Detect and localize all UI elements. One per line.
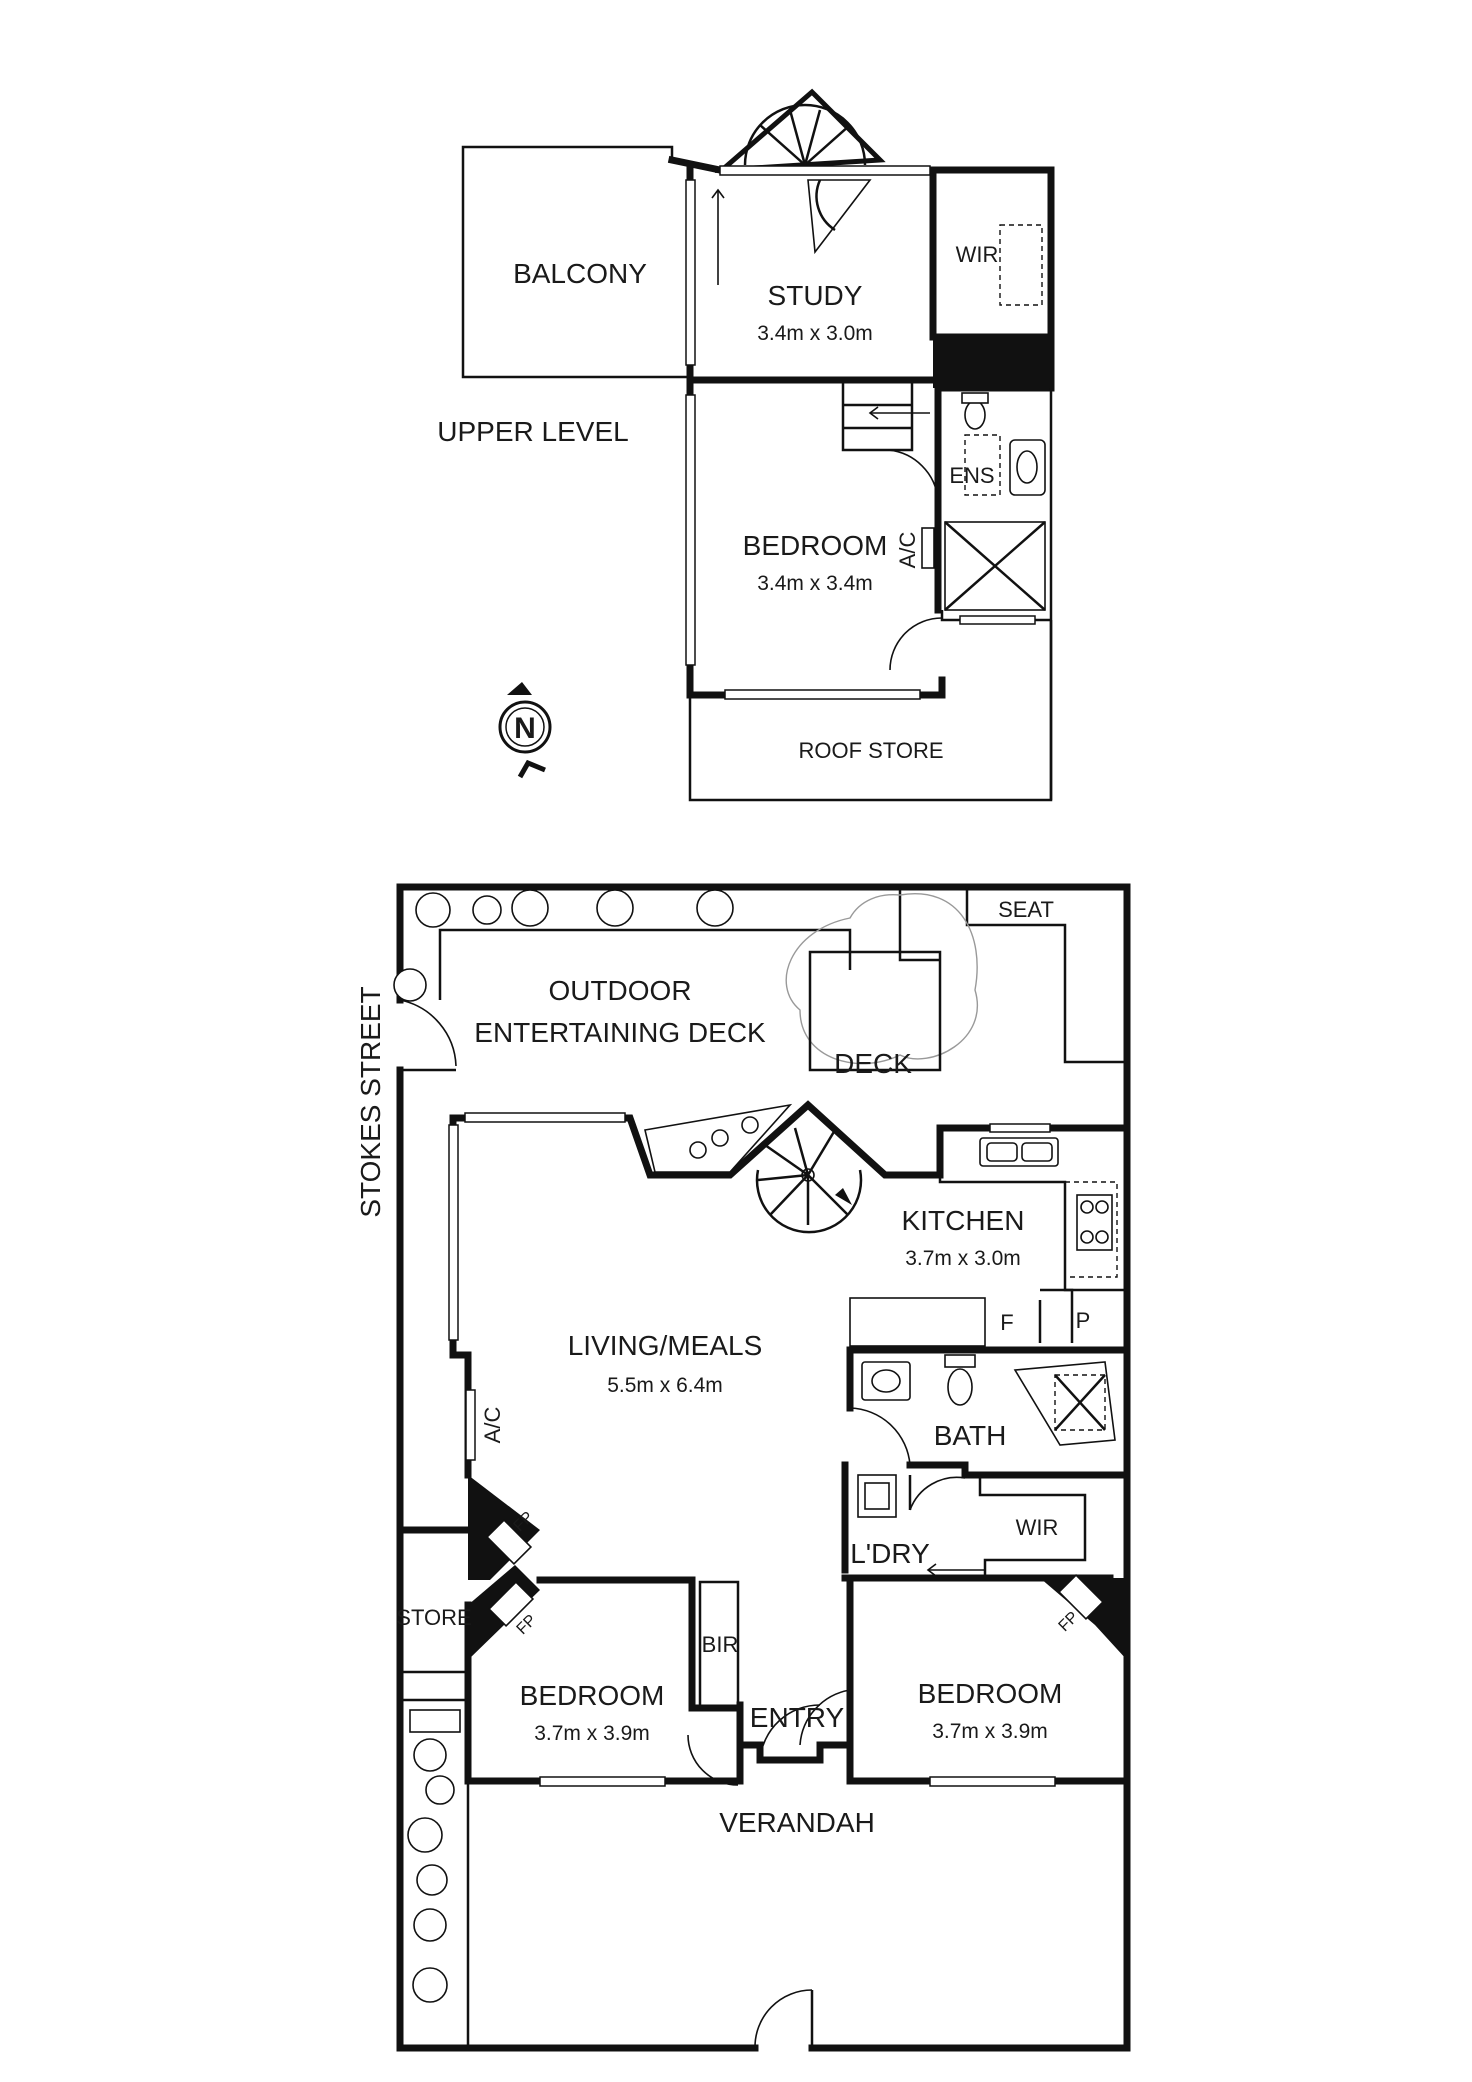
- upper-stair-landing: [841, 383, 914, 452]
- kitchen-label: KITCHEN: [902, 1205, 1025, 1236]
- laundry-label: L'DRY: [850, 1538, 930, 1569]
- seat-label: SEAT: [998, 897, 1054, 922]
- compass-letter: N: [514, 712, 536, 745]
- ensuite-door[interactable]: [887, 449, 939, 501]
- upper-bedroom-door[interactable]: [889, 617, 943, 671]
- ground-wir-label: WIR: [1016, 1515, 1059, 1540]
- roof-store-label: ROOF STORE: [798, 738, 943, 763]
- store-label: STORE: [396, 1605, 471, 1630]
- living-label: LIVING/MEALS: [568, 1330, 763, 1361]
- outdoor-deck-label-2: ENTERTAINING DECK: [474, 1017, 766, 1048]
- site-boundary: [396, 883, 1131, 2052]
- upper-wir-wall: [929, 166, 1055, 341]
- ground-spiral-stair: [755, 1127, 863, 1234]
- upper-west-glazing-top: [685, 179, 696, 366]
- bir: [698, 1580, 740, 1709]
- outdoor-deck-label-1: OUTDOOR: [548, 975, 691, 1006]
- tree-canopy: [785, 893, 978, 1065]
- upper-spiral-stair: [711, 88, 931, 285]
- seat-area: [965, 887, 1127, 1064]
- pantry-label: P: [1076, 1308, 1091, 1333]
- living-west-wall: [449, 1114, 504, 1359]
- left-bedroom-label: BEDROOM: [520, 1680, 665, 1711]
- bath-door[interactable]: [849, 1407, 911, 1466]
- deck-outline: [808, 950, 942, 1072]
- upper-vanity: [964, 434, 1001, 496]
- site-boundary-west: [396, 1066, 759, 2052]
- street-label: STOKES STREET: [355, 986, 386, 1217]
- left-bedroom-door[interactable]: [687, 1734, 739, 1786]
- street-gate[interactable]: [399, 999, 457, 1067]
- shrubs-west: [407, 1738, 455, 2003]
- pantry-wall: [1040, 1288, 1074, 1343]
- study-label: STUDY: [768, 280, 863, 311]
- bath-label: BATH: [934, 1420, 1007, 1451]
- upper-bedroom-window: [724, 689, 921, 700]
- shrubs-north: [393, 889, 734, 1002]
- verandah-label: VERANDAH: [719, 1807, 875, 1838]
- deck-label: DECK: [834, 1048, 912, 1079]
- living-west-glazing: [448, 1124, 459, 1341]
- living-dims: 5.5m x 6.4m: [607, 1374, 723, 1397]
- front-door-threshold: [756, 1741, 824, 1764]
- verandah-gate[interactable]: [754, 1989, 813, 2049]
- upper-wir-label: WIR: [956, 242, 999, 267]
- wir-rail: [999, 224, 1043, 306]
- fridge-label: F: [1000, 1310, 1013, 1335]
- bir-label: BIR: [702, 1632, 739, 1657]
- upper-ac-unit: [921, 527, 935, 569]
- upper-west-glazing-bottom: [685, 394, 696, 666]
- living-north-glazing: [464, 1112, 626, 1123]
- ens-label: ENS: [949, 463, 994, 488]
- ground-wir-outline: [978, 1475, 1087, 1575]
- upper-level-label: UPPER LEVEL: [437, 416, 628, 447]
- right-bedroom-door[interactable]: [799, 1689, 851, 1746]
- balcony-outline: [461, 145, 690, 379]
- ac-window: [465, 1389, 476, 1461]
- kitchen-dims: 3.7m x 3.0m: [905, 1247, 1021, 1270]
- planter-box: [409, 1709, 461, 1733]
- right-bedroom-window: [929, 1776, 1056, 1787]
- right-bedroom-label: BEDROOM: [918, 1678, 1063, 1709]
- roof-store-outline: [688, 620, 1053, 802]
- laundry-door[interactable]: [909, 1476, 966, 1511]
- upper-ac-label: A/C: [895, 532, 920, 569]
- study-dims: 3.4m x 3.0m: [757, 322, 873, 345]
- bathtub: [1013, 1361, 1116, 1446]
- upper-toilet: [964, 400, 986, 430]
- fp-right-label: FP: [1056, 1609, 1082, 1635]
- garden-bed: [438, 928, 852, 1000]
- upper-level: [461, 88, 1055, 802]
- north-arrow-icon: N: [498, 682, 552, 779]
- upper-bedroom-label: BEDROOM: [743, 530, 888, 561]
- balcony-label: BALCONY: [513, 258, 647, 289]
- upper-bedroom-dims: 3.4m x 3.4m: [757, 572, 873, 595]
- bath-south-wall: [906, 1461, 1131, 1479]
- left-bedroom-dims: 3.7m x 3.9m: [534, 1722, 650, 1745]
- fridge-space: [849, 1297, 986, 1347]
- bath-toilet: [947, 1368, 973, 1406]
- ground-level: [393, 883, 1131, 2052]
- front-door[interactable]: [759, 1704, 821, 1761]
- upper-chimney: [933, 340, 1051, 388]
- right-fireplace-block: [1040, 1578, 1127, 1660]
- entry-label: ENTRY: [750, 1702, 845, 1733]
- living-ac-label: A/C: [480, 1407, 505, 1444]
- right-bedroom-dims: 3.7m x 3.9m: [932, 1720, 1048, 1743]
- left-bedroom-window: [539, 1776, 666, 1787]
